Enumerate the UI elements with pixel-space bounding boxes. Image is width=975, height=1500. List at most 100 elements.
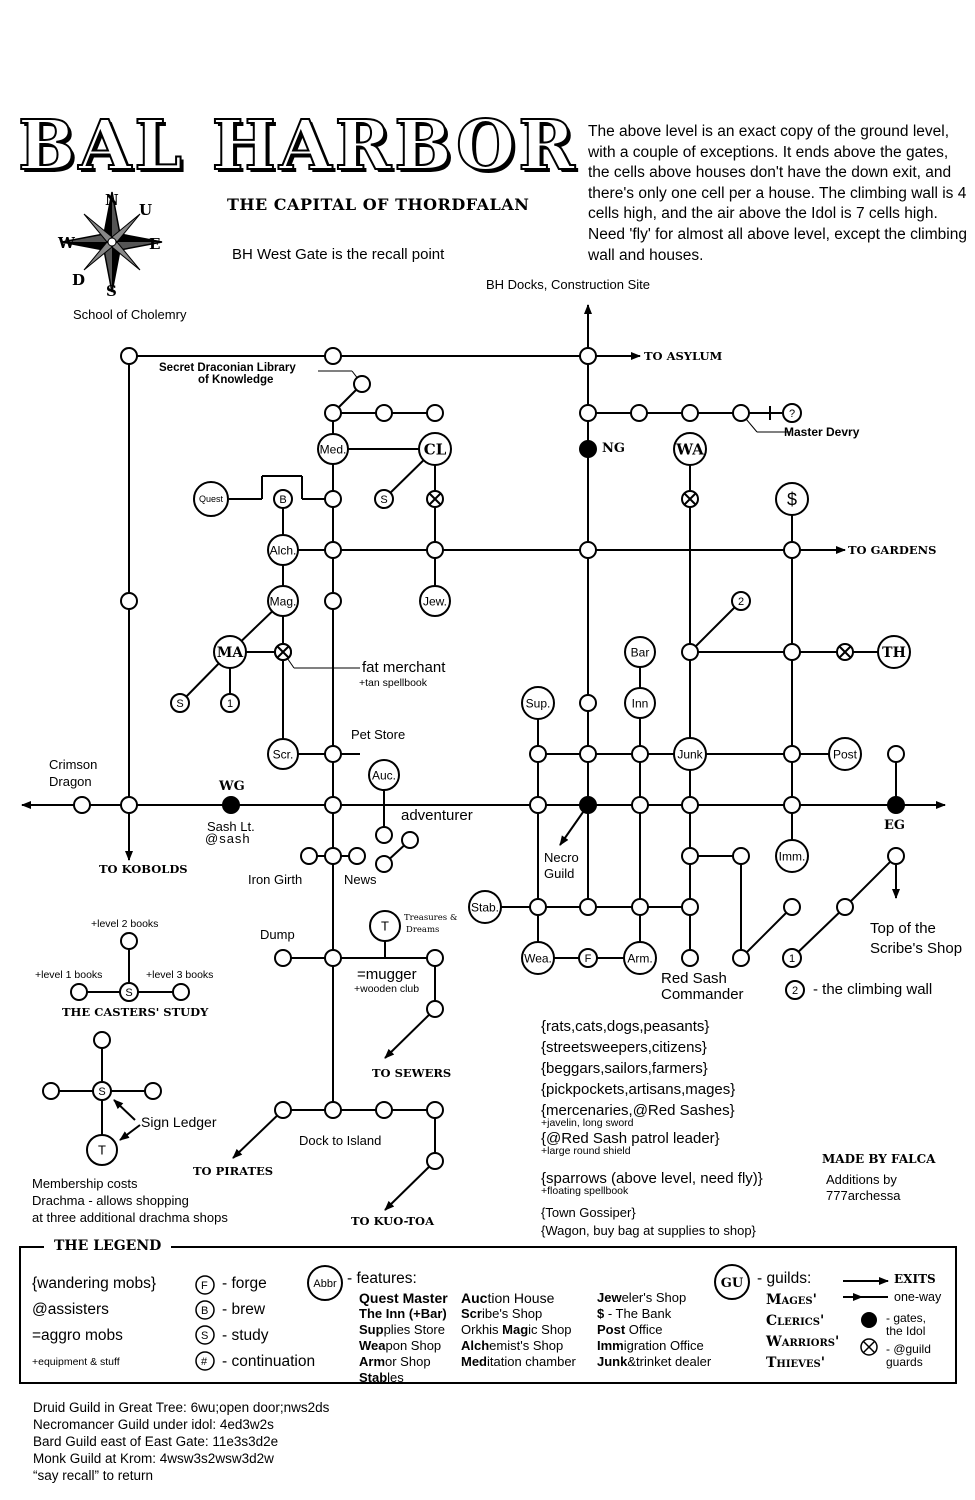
legend-assisters: @assisters: [32, 1301, 109, 1318]
climbing-wall-label: - the climbing wall: [813, 981, 933, 998]
footer-line: Bard Guild east of East Gate: 11e3s3d2e: [33, 1434, 279, 1449]
map-node-med: Med.: [317, 433, 349, 465]
footer-directions: Druid Guild in Great Tree: 6wu;open door…: [33, 1399, 329, 1484]
map-node-t: T: [86, 1134, 118, 1166]
map-room: [401, 831, 419, 849]
footer-line: “say recall” to return: [33, 1468, 154, 1483]
compass-d: D: [72, 271, 85, 289]
map-node-label: Auc.: [372, 768, 396, 782]
map-node-label: Inn: [632, 696, 649, 710]
crimson-dragon-label-1: Crimson: [49, 757, 98, 772]
map-room: [579, 898, 597, 916]
north-gate-node: [579, 440, 597, 458]
membership-3: at three additional drachma shops: [32, 1210, 228, 1225]
legend-box: [19, 1246, 957, 1384]
map-node-label: Imm.: [779, 849, 806, 863]
mobs-line: {mercenaries,@Red Sashes}: [541, 1102, 735, 1119]
map-room: [529, 796, 547, 814]
map-room: [93, 1031, 111, 1049]
compass-s: S: [106, 282, 117, 300]
footer-line: Druid Guild in Great Tree: 6wu;open door…: [33, 1400, 330, 1415]
level2-books-label: +level 2 books: [91, 918, 159, 930]
library-label-1: Secret Draconian Library: [159, 362, 296, 374]
legend-guards: - @guild guards: [886, 1343, 931, 1369]
level3-books-label: +level 3 books: [146, 969, 214, 981]
map-node-label: Wea.: [524, 951, 552, 965]
level1-books-label: +level 1 books: [35, 969, 103, 981]
map-room: [70, 983, 88, 1001]
map-node-alch: Alch.: [267, 534, 299, 566]
mobs-equip: +floating spellbook: [541, 1185, 629, 1197]
map-room: [681, 643, 699, 661]
legend-guild-name: Clerics': [766, 1313, 825, 1329]
sign-ledger-label: Sign Ledger: [141, 1114, 217, 1130]
legend-abbr-row: Meditation chamber: [461, 1354, 576, 1369]
map-room: [120, 932, 138, 950]
map-room: [426, 404, 444, 422]
map-node-label: Post: [833, 747, 858, 761]
legend-special: - forge - brew - study - continuation: [222, 1271, 315, 1375]
map-room: [579, 745, 597, 763]
legend-abbr-row: Armor Shop: [359, 1354, 431, 1369]
docks-label: BH Docks, Construction Site: [486, 277, 651, 292]
map-node-two: 2: [731, 591, 751, 611]
legend-guards-2: guards: [886, 1355, 923, 1369]
membership-2: Drachma - allows shopping: [32, 1193, 189, 1208]
necro-guild-label-2: Guild: [544, 866, 575, 881]
map-room: [120, 347, 138, 365]
map-room: [631, 745, 649, 763]
map-room: [324, 404, 342, 422]
additions-line: Additions by: [826, 1172, 897, 1187]
scribe-top-label-2: Scribe's Shop: [870, 940, 963, 957]
map-node-label: Arm.: [627, 951, 652, 965]
map-node-jew: Jew.: [419, 585, 451, 617]
mobs-line: {sparrows (above level, need fly)}: [541, 1170, 763, 1187]
guild-guard-icon: [836, 643, 854, 661]
guild-guard-icon: [426, 490, 444, 508]
legend-features: - features:: [347, 1270, 417, 1287]
legend-exits: EXITS: [894, 1272, 936, 1286]
wandering-mobs-list: {rats,cats,dogs,peasants} {streetsweeper…: [541, 1016, 763, 1240]
map-node-label: Sup.: [526, 696, 551, 710]
red-sash-commander-1: Red Sash: [661, 970, 727, 987]
map-node-post: Post: [828, 737, 862, 771]
map-room: [324, 490, 342, 508]
compass-w: W: [57, 234, 76, 252]
map-node-s: S: [374, 489, 394, 509]
map-node-label: S: [380, 494, 387, 506]
map-node-cl: CL: [418, 432, 452, 466]
recall-note: BH West Gate is the recall point: [232, 246, 445, 263]
map-room: [375, 855, 393, 873]
map-room: [630, 404, 648, 422]
map-node-ma: MA: [213, 635, 247, 669]
legend-abbr-row: Scribe's Shop: [461, 1306, 543, 1321]
map-room: [681, 949, 699, 967]
iron-girth-label: Iron Girth: [248, 872, 303, 887]
map-node-s: S: [170, 693, 190, 713]
map-node-label: CL: [424, 440, 447, 458]
map-node-label: 2: [792, 985, 798, 997]
svg-text:#: #: [201, 1356, 208, 1368]
legend-abbr-row: $ - The Bank: [597, 1306, 672, 1321]
to-pirates-exit: TO PIRATES: [193, 1164, 274, 1178]
map-node-sup: Sup.: [521, 686, 555, 720]
to-kobolds-exit: TO KOBOLDS: [99, 862, 188, 876]
map-room: [324, 847, 342, 865]
map-node-junk: Junk: [673, 737, 707, 771]
map-node-label: 1: [227, 698, 233, 710]
legend-aggro: =aggro mobs: [32, 1327, 123, 1344]
map-node-th: TH: [877, 635, 911, 669]
legend-equipment: +equipment & stuff: [32, 1356, 120, 1368]
map-room: [324, 796, 342, 814]
map-node-imm: Imm.: [775, 839, 809, 873]
map-room: [783, 745, 801, 763]
mobs-line: {Town Gossiper}: [541, 1205, 636, 1220]
map-room: [579, 347, 597, 365]
mobs-line: {Wagon, buy bag at supplies to shop}: [541, 1223, 756, 1238]
map-node-label: S: [125, 987, 132, 999]
treasures-label-1: Treasures &: [404, 913, 458, 923]
map-node-label: Med.: [320, 442, 347, 456]
legend-abbr-row: Orkhis Magic Shop: [461, 1322, 572, 1337]
above-level-note: The above level is an exact copy of the …: [588, 123, 967, 264]
